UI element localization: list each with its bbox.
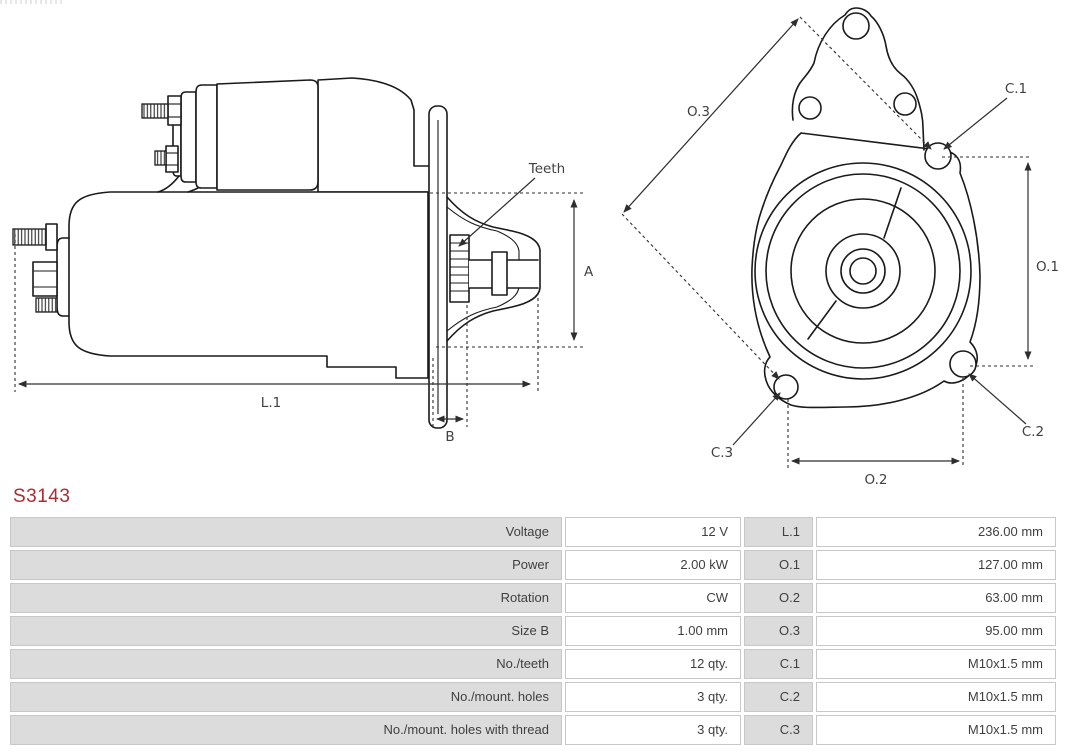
spec-table: Voltage 12 V L.1 236.00 mm Power 2.00 kW… xyxy=(10,517,1056,748)
dim-c1-label: C.1 xyxy=(1005,81,1027,97)
dim-label-cell: O.2 xyxy=(744,583,813,613)
dim-label-cell: C.2 xyxy=(744,682,813,712)
motor-body xyxy=(68,191,429,379)
technical-drawing: Teeth A L.1 B O.3 C.1 O.1 C.2 C.3 O.2 xyxy=(12,7,1059,488)
solenoid-can xyxy=(216,79,319,191)
spec-value-cell: CW xyxy=(565,583,741,613)
rear-stud-base xyxy=(45,223,58,251)
solenoid-cap-1 xyxy=(195,84,218,189)
dim-label-cell: L.1 xyxy=(744,517,813,547)
rear-end-cap xyxy=(56,237,70,317)
cropped-logo-fragment xyxy=(0,0,64,4)
mounting-bracket xyxy=(317,77,434,193)
spec-label-cell: Voltage xyxy=(10,517,562,547)
dim-value-cell: 127.00 mm xyxy=(816,550,1056,580)
table-row: Power 2.00 kW O.1 127.00 mm xyxy=(10,550,1056,580)
shaft-collar xyxy=(491,251,508,296)
dim-value-cell: 236.00 mm xyxy=(816,517,1056,547)
table-row: No./teeth 12 qty. C.1 M10x1.5 mm xyxy=(10,649,1056,679)
dim-o3-label: O.3 xyxy=(687,104,710,120)
bell-housing xyxy=(446,196,541,342)
teeth-label: Teeth xyxy=(528,161,565,177)
spec-label-cell: No./mount. holes with thread xyxy=(10,715,562,745)
dim-value-cell: M10x1.5 mm xyxy=(816,682,1056,712)
head-hole-right xyxy=(893,92,917,116)
dim-value-cell: 95.00 mm xyxy=(816,616,1056,646)
head-hole-left xyxy=(798,96,822,120)
spec-value-cell: 12 qty. xyxy=(565,649,741,679)
side-view-drawing xyxy=(12,77,541,429)
dim-value-cell: 63.00 mm xyxy=(816,583,1056,613)
spec-value-cell: 3 qty. xyxy=(565,715,741,745)
dim-label-cell: O.1 xyxy=(744,550,813,580)
spec-label-cell: No./teeth xyxy=(10,649,562,679)
spec-label-cell: Power xyxy=(10,550,562,580)
dim-label-cell: O.3 xyxy=(744,616,813,646)
table-row: No./mount. holes with thread 3 qty. C.3 … xyxy=(10,715,1056,745)
part-number: S3143 xyxy=(13,486,71,507)
rear-block xyxy=(32,261,58,297)
dim-l1-label: L.1 xyxy=(261,395,281,411)
dim-o1-label: O.1 xyxy=(1036,259,1059,275)
dim-b-label: B xyxy=(445,429,454,445)
table-row: Voltage 12 V L.1 236.00 mm xyxy=(10,517,1056,547)
terminal-nut-lower xyxy=(165,145,179,173)
dim-c2-label: C.2 xyxy=(1022,424,1044,440)
table-row: No./mount. holes 3 qty. C.2 M10x1.5 mm xyxy=(10,682,1056,712)
dim-a-label: A xyxy=(584,264,594,280)
front-view-drawing xyxy=(751,7,981,409)
dim-label-cell: C.1 xyxy=(744,649,813,679)
terminal-stud-upper xyxy=(141,103,169,119)
body-circles xyxy=(754,162,972,380)
terminal-stud-lower xyxy=(154,150,167,166)
dim-c3-label: C.3 xyxy=(711,445,733,461)
spec-label-cell: Size B xyxy=(10,616,562,646)
head-hole-top xyxy=(842,12,870,40)
dimension-lines: Teeth A L.1 B O.3 C.1 O.1 C.2 C.3 O.2 xyxy=(14,16,1059,488)
dim-value-cell: M10x1.5 mm xyxy=(816,715,1056,745)
rear-stud-thread xyxy=(12,228,47,246)
mount-hole-c2 xyxy=(949,350,977,378)
spec-value-cell: 3 qty. xyxy=(565,682,741,712)
terminal-nut-upper xyxy=(167,95,182,126)
spec-value-cell: 1.00 mm xyxy=(565,616,741,646)
dim-o2-label: O.2 xyxy=(865,472,888,488)
solenoid-cap-2 xyxy=(180,91,197,183)
spec-value-cell: 2.00 kW xyxy=(565,550,741,580)
table-row: Size B 1.00 mm O.3 95.00 mm xyxy=(10,616,1056,646)
dim-value-cell: M10x1.5 mm xyxy=(816,649,1056,679)
spec-label-cell: Rotation xyxy=(10,583,562,613)
rear-lower-stud xyxy=(35,297,58,313)
solenoid-head-outline xyxy=(791,7,925,151)
spec-value-cell: 12 V xyxy=(565,517,741,547)
table-row: Rotation CW O.2 63.00 mm xyxy=(10,583,1056,613)
spec-label-cell: No./mount. holes xyxy=(10,682,562,712)
dim-label-cell: C.3 xyxy=(744,715,813,745)
